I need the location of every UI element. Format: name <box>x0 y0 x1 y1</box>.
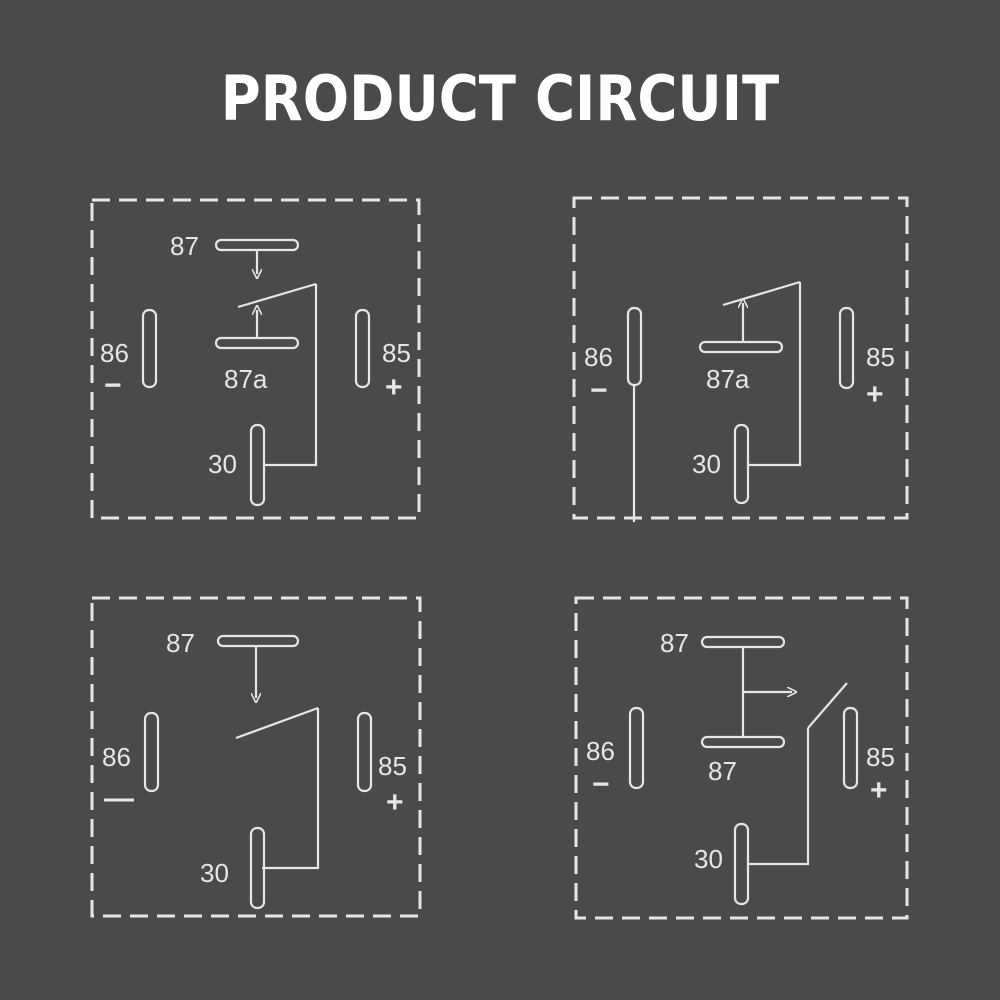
common-wire <box>264 284 318 467</box>
common-wire <box>262 708 320 870</box>
pin-86-polarity: − <box>104 369 122 402</box>
pin-87a-label: 87a <box>706 364 750 394</box>
pin-85-bar <box>354 308 371 389</box>
diagram-1-border <box>90 198 421 520</box>
switch-arm <box>237 282 317 309</box>
pin-30-bar <box>249 826 266 910</box>
switch-arm <box>807 682 848 729</box>
pin-86-bar <box>628 706 645 790</box>
pin-85-polarity: + <box>385 371 403 404</box>
pin-86-polarity: − <box>592 768 610 801</box>
pin-86-label: 86 <box>100 338 129 368</box>
pin-85-polarity: + <box>866 378 884 411</box>
common-wire <box>748 728 810 866</box>
pin-30-bar <box>249 423 266 507</box>
diagram-4: 87 87 86 − 85 + 30 <box>574 596 909 920</box>
pin-85-bar <box>838 306 855 390</box>
pin-86-bar <box>143 711 160 793</box>
common-wire <box>748 282 802 467</box>
pin-87-label: 87 <box>166 628 195 658</box>
pin-30-bar <box>733 822 750 906</box>
pin-86-bar <box>626 306 643 387</box>
diagram-3-border <box>90 596 422 918</box>
pin-87-top-label: 87 <box>660 628 689 658</box>
pin-86-polarity: − <box>590 374 608 407</box>
pin-87-bottom-bar <box>700 735 786 749</box>
pin-30-label: 30 <box>208 449 237 479</box>
diagram-1: 87 87a 86 − 85 + 30 <box>90 198 421 520</box>
pin-86-label: 86 <box>584 342 613 372</box>
pin-87a-label: 87a <box>224 364 268 394</box>
pin-85-polarity: + <box>870 774 888 807</box>
pin-87-bottom-label: 87 <box>708 756 737 786</box>
diagram-2-border <box>572 196 909 520</box>
diagram-3: 87 86 — 85 + 30 <box>90 596 422 918</box>
pin-87a-bar <box>698 340 784 354</box>
pin-30-label: 30 <box>692 449 721 479</box>
pin-86-label: 86 <box>102 742 131 772</box>
pin-87-bar <box>216 634 300 648</box>
pin-85-bar <box>356 711 373 793</box>
pin-87a-bar <box>214 336 300 350</box>
pin-30-bar <box>733 423 750 505</box>
pin-86-bar <box>141 308 158 389</box>
pin-85-polarity: + <box>386 786 404 819</box>
switch-arm <box>235 706 319 740</box>
pin-85-label: 85 <box>866 742 895 772</box>
page-title: PRODUCT CIRCUIT <box>220 62 780 135</box>
pin-30-label: 30 <box>694 844 723 874</box>
pin-86-label: 86 <box>586 736 615 766</box>
pin-86-polarity: — <box>104 782 134 815</box>
diagram-4-border <box>574 596 909 920</box>
switch-arm <box>722 280 801 307</box>
pin-87-bar <box>214 238 300 252</box>
pin-85-bar <box>842 706 859 790</box>
pin-85-label: 85 <box>378 751 407 781</box>
pin-87-top-bar <box>700 635 786 649</box>
pin-85-label: 85 <box>382 338 411 368</box>
pin-85-label: 85 <box>866 342 895 372</box>
pin-30-label: 30 <box>200 858 229 888</box>
pin-87-label: 87 <box>170 231 199 261</box>
diagram-2: 87a 86 − 85 + 30 <box>572 196 909 522</box>
